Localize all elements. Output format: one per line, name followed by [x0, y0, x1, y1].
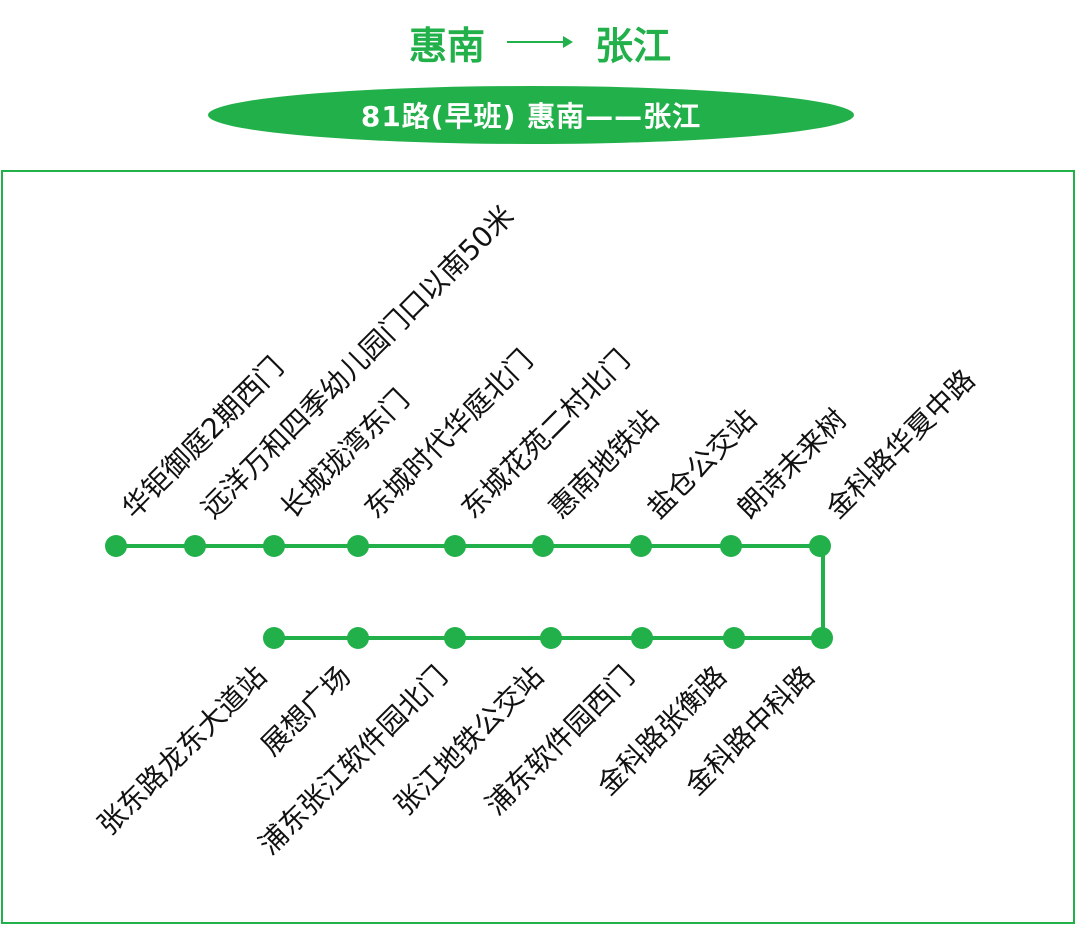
route-map-frame — [1, 170, 1075, 924]
stop-dot — [347, 535, 369, 557]
stop-label: 金科路华夏中路 — [820, 363, 982, 525]
route-banner: 81路(早班) 惠南——张江 — [208, 86, 854, 144]
stop-label: 张东路龙东大道站 — [91, 660, 273, 842]
stop-dot — [809, 535, 831, 557]
stop-dot — [631, 627, 653, 649]
stop-dot — [263, 535, 285, 557]
stop-dot — [630, 535, 652, 557]
stop-dot — [184, 535, 206, 557]
stop-dot — [532, 535, 554, 557]
stop-dot — [105, 535, 127, 557]
stop-label: 展想广场 — [254, 660, 357, 763]
stop-dot — [811, 627, 833, 649]
stop-dot — [720, 535, 742, 557]
route-header: 惠南 张江 — [0, 12, 1080, 72]
stop-dot — [444, 535, 466, 557]
stop-dot — [540, 627, 562, 649]
destination-name: 张江 — [595, 23, 672, 68]
stop-label: 远洋万和四季幼儿园门口以南50米 — [195, 199, 521, 525]
stop-label: 浦东张江软件园北门 — [252, 660, 454, 862]
arrow-right-icon — [507, 35, 573, 49]
route-banner-text: 81路(早班) 惠南——张江 — [360, 100, 702, 133]
stop-dot — [444, 627, 466, 649]
stop-dot — [723, 627, 745, 649]
origin-name: 惠南 — [408, 23, 485, 68]
stop-dot — [347, 627, 369, 649]
stop-dot — [263, 627, 285, 649]
